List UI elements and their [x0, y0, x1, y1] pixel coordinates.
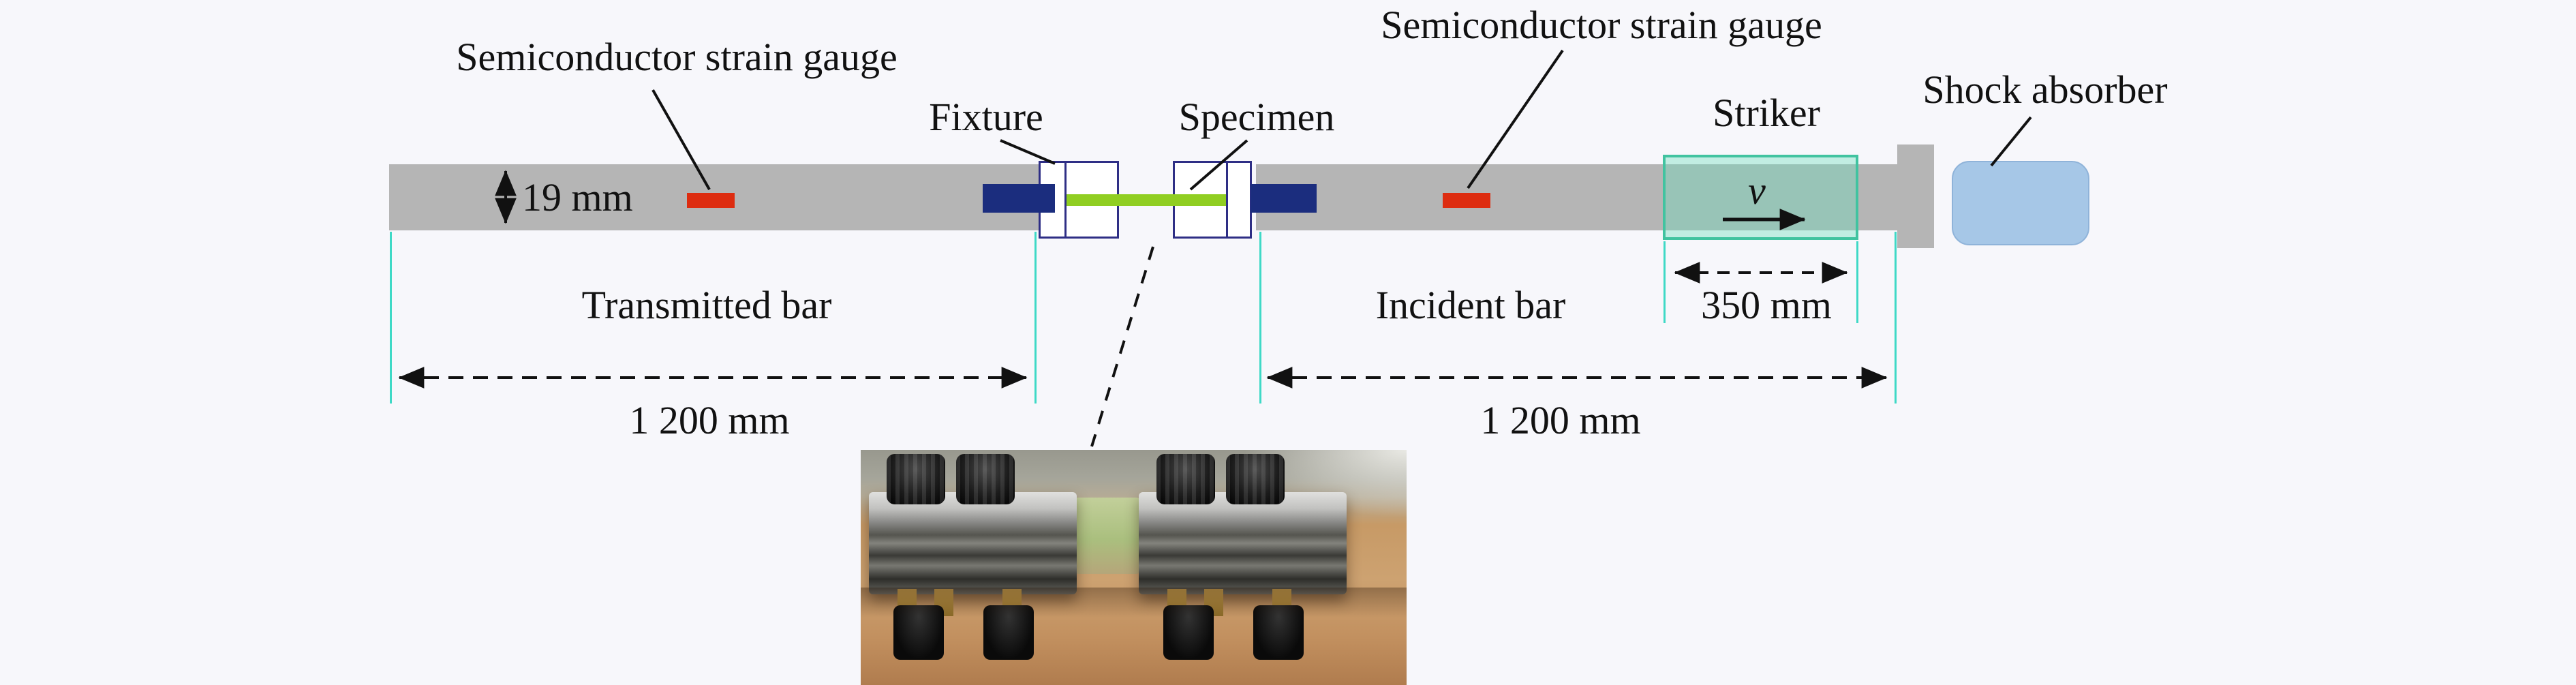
leader-shock-absorber	[1990, 116, 2032, 167]
strain-gauge-right	[1443, 193, 1490, 208]
leader-strain-gauge-right	[1467, 49, 1564, 189]
extension-line-striker-left	[1663, 241, 1666, 323]
extension-line-transmitted-right	[1034, 232, 1037, 404]
incident-length-label: 1 200 mm	[1480, 398, 1641, 442]
extension-line-incident-right	[1895, 232, 1897, 404]
fixture-divider-right	[1226, 161, 1228, 239]
specimen-bar	[1064, 194, 1228, 206]
transmitted-bar-label: Transmitted bar	[581, 283, 832, 327]
photo-knob	[1226, 454, 1285, 504]
extension-line-striker-right	[1856, 241, 1858, 323]
photo-knob	[887, 454, 945, 504]
photo-clamp-right	[1139, 454, 1347, 660]
strain-gauge-left-label: Semiconductor strain gauge	[456, 35, 898, 79]
striker	[1663, 155, 1858, 240]
extension-line-transmitted-left	[390, 232, 392, 404]
velocity-label: v	[1748, 168, 1766, 213]
extension-line-incident-left	[1259, 232, 1261, 404]
fixture-adapter-right	[1251, 184, 1317, 213]
specimen-label: Specimen	[1178, 95, 1335, 139]
incident-bar-label: Incident bar	[1375, 283, 1566, 327]
fixture-divider-left	[1064, 161, 1067, 239]
photo-foot	[983, 605, 1034, 660]
strain-gauge-left	[687, 193, 735, 208]
shock-absorber-label: Shock absorber	[1922, 67, 2168, 112]
striker-length-label: 350 mm	[1701, 283, 1832, 327]
fixture-adapter-left	[983, 184, 1055, 213]
photo-clamp-left	[869, 454, 1077, 660]
bar-height-label: 19 mm	[522, 175, 633, 219]
fixture-label: Fixture	[929, 95, 1043, 139]
bar-end-flange	[1897, 144, 1934, 248]
photo-knob	[1156, 454, 1215, 504]
transmitted-length-label: 1 200 mm	[629, 398, 790, 442]
specimen-photo	[861, 450, 1407, 685]
photo-foot	[1253, 605, 1304, 660]
leader-strain-gauge-left	[651, 89, 711, 190]
photo-foot	[893, 605, 944, 660]
photo-foot	[1163, 605, 1214, 660]
striker-label: Striker	[1713, 91, 1820, 135]
strain-gauge-right-label: Semiconductor strain gauge	[1381, 3, 1822, 47]
leader-specimen	[1189, 139, 1248, 191]
leader-fixture	[1000, 139, 1056, 165]
shock-absorber	[1952, 161, 2089, 245]
photo-specimen-region	[1073, 498, 1141, 574]
photo-knob	[956, 454, 1015, 504]
leader-photo	[1090, 246, 1154, 447]
photo-shadow	[861, 588, 1407, 618]
